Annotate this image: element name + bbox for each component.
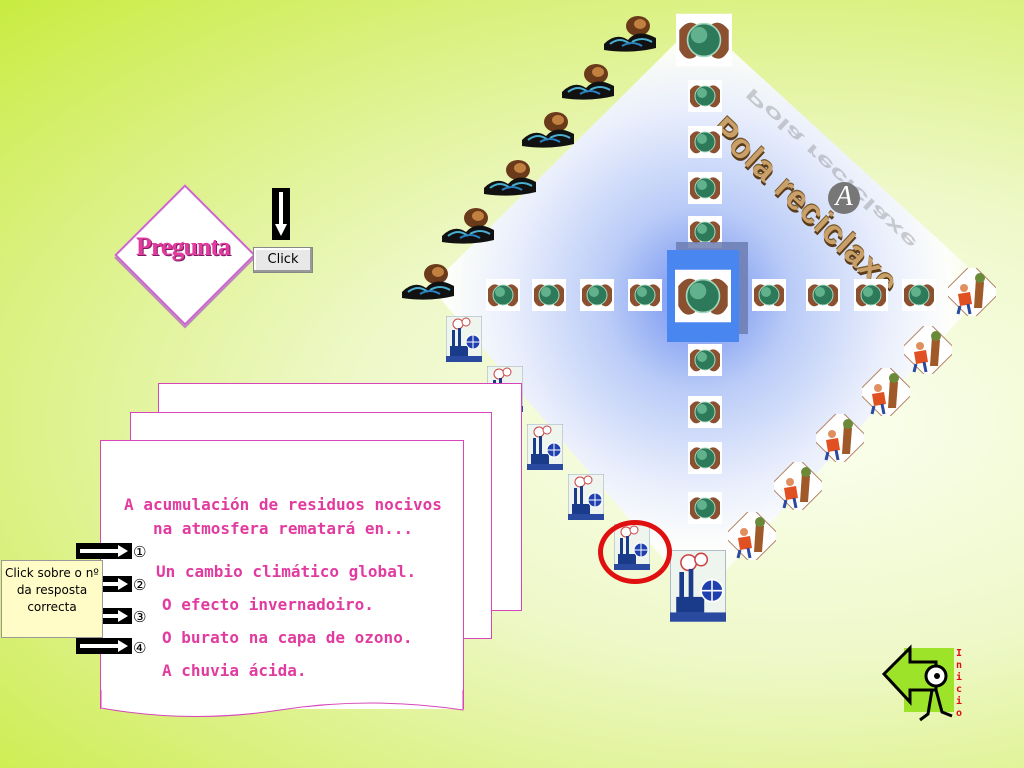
factory-globe-icon [527, 424, 563, 470]
wave-rock-icon [560, 62, 616, 102]
lumberjack-tree-icon [862, 368, 910, 416]
earth-hands-icon [688, 172, 722, 204]
earth-hands-icon [675, 260, 731, 332]
earth-hands-icon [688, 344, 722, 376]
answer-number-2[interactable]: ② [133, 576, 147, 594]
wave-rock-icon [440, 206, 496, 246]
earth-hands-icon [902, 279, 936, 311]
lumberjack-tree-icon [904, 326, 952, 374]
factory-globe-icon [568, 474, 604, 520]
earth-hands-icon [676, 4, 732, 76]
factory-globe-icon [670, 548, 726, 624]
earth-hands-icon [628, 279, 662, 311]
earth-hands-icon [688, 396, 722, 428]
paper-sheet-front [100, 440, 464, 709]
earth-hands-icon [580, 279, 614, 311]
down-arrow-icon [272, 188, 290, 240]
instruction-box: Click sobre o nº da resposta correcta [1, 560, 103, 638]
lumberjack-tree-icon [948, 268, 996, 316]
wave-rock-icon [602, 14, 658, 54]
answer-option-2[interactable]: O efecto invernadoiro. [162, 595, 374, 614]
question-text: A acumulación de residuos nocivos na atm… [124, 495, 442, 538]
answer-option-1[interactable]: Un cambio climático global. [156, 562, 417, 581]
earth-hands-icon [688, 492, 722, 524]
click-button[interactable]: Click [253, 247, 313, 273]
earth-hands-icon [688, 442, 722, 474]
arrow-right-icon[interactable] [76, 543, 132, 559]
earth-hands-icon [752, 279, 786, 311]
wave-rock-icon [400, 262, 456, 302]
answer-number-4[interactable]: ④ [133, 639, 147, 657]
answer-number-1[interactable]: ① [133, 543, 147, 561]
lumberjack-tree-icon [816, 414, 864, 462]
earth-hands-icon [854, 279, 888, 311]
factory-globe-icon [446, 316, 482, 362]
arrow-right-icon[interactable] [76, 638, 132, 654]
red-ring-marker [598, 520, 672, 584]
earth-hands-icon [806, 279, 840, 311]
earth-hands-icon [688, 126, 722, 158]
answer-option-4[interactable]: A chuvia ácida. [162, 661, 307, 680]
answer-option-3[interactable]: O burato na capa de ozono. [162, 628, 413, 647]
home-arrow-icon[interactable] [880, 640, 960, 724]
earth-hands-icon [486, 279, 520, 311]
lumberjack-tree-icon [728, 512, 776, 560]
pregunta-label: Pregunta [135, 232, 231, 261]
paper-wave-edge [100, 690, 464, 717]
wave-rock-icon [482, 158, 538, 198]
lumberjack-tree-icon [774, 462, 822, 510]
wave-rock-icon [520, 110, 576, 150]
answer-number-3[interactable]: ③ [133, 608, 147, 626]
earth-hands-icon [532, 279, 566, 311]
earth-hands-icon [688, 80, 722, 112]
level-letter: A [828, 182, 860, 214]
